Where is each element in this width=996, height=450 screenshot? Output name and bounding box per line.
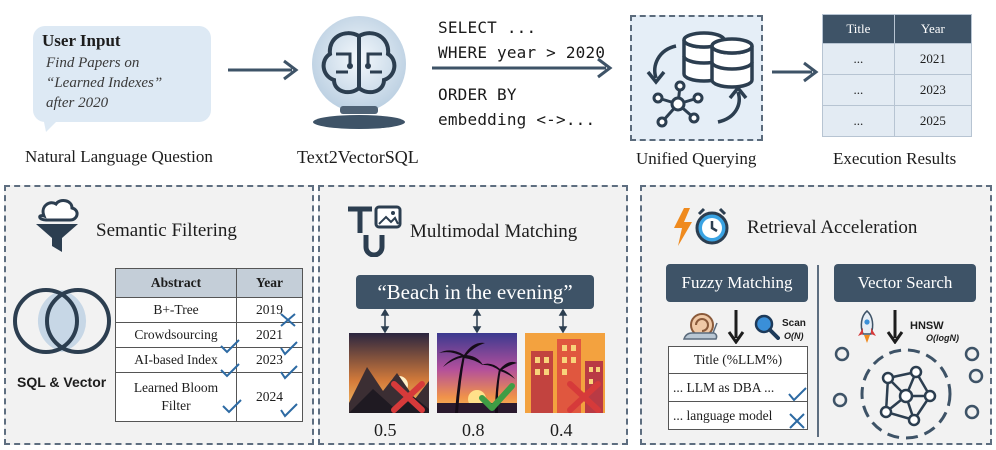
query-text-pill: “Beach in the evening”: [356, 275, 594, 309]
table-row: ... 2023: [822, 74, 973, 106]
results-cell: 2021: [893, 43, 973, 75]
check-icon: [220, 363, 240, 378]
title-filter-header: Title (%LLM%): [668, 346, 808, 374]
results-cell: 2023: [893, 74, 973, 106]
vector-search-pill: Vector Search: [834, 264, 976, 302]
snail-icon: [682, 313, 718, 340]
sql-line-select: SELECT ...: [438, 18, 537, 37]
arrow-right-icon: [772, 61, 819, 83]
user-input-bubble: [33, 26, 211, 122]
unified-querying-caption: Unified Querying: [636, 149, 757, 168]
venn-diagram-icon: [13, 288, 111, 354]
abstract-line: Filter: [161, 398, 191, 413]
arrow-right-icon: [228, 59, 299, 81]
city-buildings-image: [525, 333, 605, 413]
user-input-line-2: “Learned Indexes”: [46, 75, 163, 91]
check-icon: [788, 387, 807, 402]
abstract-cell: B+-Tree: [115, 297, 237, 323]
title-filter-table: Title (%LLM%) ... LLM as DBA ... ... lan…: [668, 346, 808, 430]
year-cell: 2021: [236, 322, 303, 348]
retrieval-acceleration-title: Retrieval Acceleration: [747, 217, 918, 238]
brain-funnel-icon: [36, 199, 79, 252]
hnsw-graph-icon: [832, 346, 984, 440]
match-marks-overlay: [220, 313, 298, 418]
table-row: ... language model: [668, 401, 808, 430]
text-image-audio-icon: [348, 205, 402, 257]
bubble-tail: [42, 112, 66, 132]
database-graph-icon: [646, 31, 754, 128]
sql-line-where: WHERE year > 2020: [438, 43, 606, 62]
cross-icon: [391, 381, 425, 413]
brain-icon: [312, 16, 406, 129]
year-cell: 2019: [236, 297, 303, 323]
check-icon: [220, 339, 240, 354]
results-cell: ...: [822, 74, 895, 106]
venn-label: SQL & Vector: [17, 374, 107, 390]
title-cell: ... LLM as DBA ...: [668, 373, 808, 402]
abstract-header: Abstract: [115, 268, 237, 298]
table-row: ... 2021: [822, 43, 973, 75]
fuzzy-matching-pill: Fuzzy Matching: [666, 264, 808, 302]
scan-label: Scan: [782, 318, 806, 329]
sql-line-embedding: embedding <->...: [438, 110, 596, 129]
results-header-year: Year: [893, 14, 973, 44]
user-input-line-3: after 2020: [46, 95, 109, 111]
hnsw-label: HNSW: [910, 320, 944, 332]
abstract-line: Learned Bloom: [133, 380, 219, 395]
nl-question-caption: Natural Language Question: [25, 147, 213, 166]
cross-icon: [567, 381, 601, 413]
cross-icon: [280, 313, 296, 327]
abstract-cell: Crowdsourcing: [115, 322, 237, 348]
year-header: Year: [236, 268, 303, 298]
results-table: Title Year ... 2021 ... 2023 ... 2025: [822, 14, 973, 137]
results-cell: ...: [822, 105, 895, 137]
title-match-marks: [788, 387, 807, 429]
results-caption: Execution Results: [833, 149, 957, 168]
user-input-line-1: Find Papers on: [46, 55, 140, 71]
check-icon: [479, 383, 515, 411]
bidirectional-arrows: [380, 309, 568, 333]
semantic-filtering-title: Semantic Filtering: [96, 220, 237, 241]
arrow-right-icon: [432, 57, 613, 79]
check-icon: [280, 365, 298, 380]
hnsw-complexity: O(logN): [926, 333, 959, 343]
title-cell: ... language model: [668, 401, 808, 430]
arrow-down-icon: [727, 310, 745, 344]
abstract-cell: Learned Bloom Filter: [115, 372, 237, 422]
t2v-caption: Text2VectorSQL: [297, 147, 419, 167]
check-icon: [280, 403, 298, 418]
table-row: ... LLM as DBA ...: [668, 373, 808, 402]
match-score: 0.8: [462, 420, 485, 440]
table-row: B+-Tree 2019: [115, 297, 303, 323]
rocket-icon: [858, 310, 876, 343]
match-score: 0.4: [550, 420, 573, 440]
match-score: 0.5: [374, 420, 397, 440]
abstract-table: Abstract Year B+-Tree 2019 Crowdsourcing…: [115, 268, 303, 422]
results-cell: ...: [822, 43, 895, 75]
beach-palms-image: [437, 333, 517, 413]
multimodal-matching-title: Multimodal Matching: [410, 221, 578, 242]
arrow-down-icon: [886, 310, 904, 344]
check-icon: [280, 341, 298, 356]
scan-complexity: O(N): [784, 331, 804, 341]
table-row: Learned Bloom Filter 2024: [115, 372, 303, 422]
panel-divider: [817, 265, 819, 437]
year-cell: 2023: [236, 347, 303, 373]
year-cell: 2024: [236, 372, 303, 422]
user-input-title: User Input: [42, 31, 121, 50]
sql-line-order: ORDER BY: [438, 85, 517, 104]
lightning-clock-icon: [674, 207, 729, 246]
magnifier-icon: [754, 314, 780, 340]
table-row: ... 2025: [822, 105, 973, 137]
table-row: Crowdsourcing 2021: [115, 322, 303, 348]
cross-icon: [789, 413, 805, 429]
results-cell: 2025: [893, 105, 973, 137]
results-header-title: Title: [822, 14, 895, 44]
check-icon: [222, 399, 242, 414]
